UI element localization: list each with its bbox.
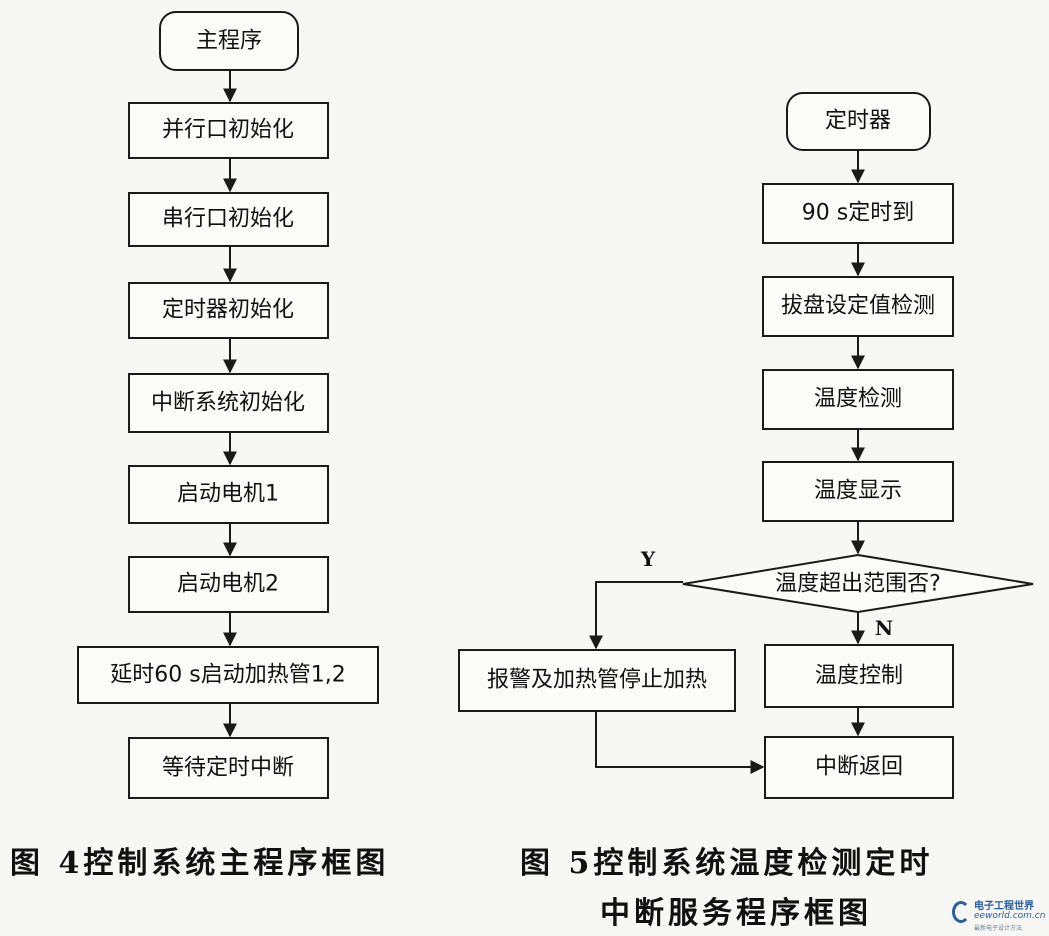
fig5-step-timer-90s: 90 s定时到: [762, 183, 954, 244]
flowcharts: 主程序 并行口初始化 串行口初始化 定时器初始化 中断系统初始化 启动电机1 启…: [77, 11, 1034, 799]
fig4-step-label: 并行口初始化: [162, 118, 294, 143]
figure-4-caption: 图 4控制系统主程序框图: [10, 838, 389, 882]
eeworld-logo: 电子工程世界 eeworld.com.cn 最新电子设计方法: [952, 895, 1048, 933]
fig4-step-label: 中断系统初始化: [151, 391, 305, 416]
fig5-decision-label: 温度超出范围否?: [775, 572, 941, 597]
figure-5-caption: 图 5控制系统温度检测定时: [520, 838, 933, 882]
fig4-step-interrupt-init: 中断系统初始化: [128, 373, 329, 433]
figure-5-flowchart: 定时器 90 s定时到 拔盘设定值检测 温度检测 温度显示 温度超出范围否? Y…: [458, 92, 1034, 799]
fig4-step-label: 启动电机1: [177, 482, 279, 507]
figure-5-caption-line2: 中断服务程序框图: [600, 896, 872, 931]
fig5-end-return: 中断返回: [764, 736, 954, 799]
logo-tagline: 最新电子设计方法: [974, 925, 1023, 932]
fig5-decision-temp-range: 温度超出范围否?: [682, 553, 1034, 614]
figure-4-flowchart: 主程序 并行口初始化 串行口初始化 定时器初始化 中断系统初始化 启动电机1 启…: [77, 11, 379, 799]
fig5-start-label: 定时器: [825, 109, 891, 134]
fig4-step-delay-heater: 延时60 s启动加热管1,2: [77, 646, 379, 704]
fig4-step-label: 定时器初始化: [162, 298, 294, 323]
fig5-step-label: 拔盘设定值检测: [781, 294, 935, 319]
fig5-alarm-label: 报警及加热管停止加热: [487, 668, 707, 693]
fig4-step-label: 等待定时中断: [162, 756, 294, 781]
fig5-step-temp-detect: 温度检测: [762, 369, 954, 430]
fig5-step-label: 90 s定时到: [802, 201, 914, 226]
figure-4-caption-number: 图 4: [10, 846, 84, 881]
fig5-step-temp-control: 温度控制: [764, 644, 954, 708]
fig4-step-wait-interrupt: 等待定时中断: [128, 737, 329, 799]
fig4-step-start-motor-2: 启动电机2: [128, 556, 329, 613]
eeworld-logo-icon: [952, 901, 970, 923]
fig4-step-label: 启动电机2: [177, 572, 279, 597]
fig4-step-serial-init: 串行口初始化: [128, 192, 329, 247]
figure-4-caption-text: 控制系统主程序框图: [83, 846, 390, 881]
fig4-step-label: 延时60 s启动加热管1,2: [110, 663, 345, 688]
fig4-step-timer-init: 定时器初始化: [128, 282, 329, 339]
fig5-arrow-alarm-return: [595, 711, 765, 774]
fig5-end-label: 中断返回: [815, 755, 903, 780]
fig5-step-alarm: 报警及加热管停止加热: [458, 649, 736, 712]
fig5-step-label: 温度检测: [814, 387, 902, 412]
fig5-step-label: 温度显示: [814, 479, 902, 504]
figure-5-caption-number: 图 5: [520, 846, 594, 881]
logo-name: 电子工程世界: [974, 901, 1034, 912]
fig4-start-label: 主程序: [196, 29, 262, 54]
fig5-start-terminator: 定时器: [786, 92, 931, 151]
fig4-step-label: 串行口初始化: [162, 207, 294, 232]
fig4-step-start-motor-1: 启动电机1: [128, 465, 329, 524]
fig5-step-dial-detect: 拔盘设定值检测: [762, 276, 954, 337]
figure-5-caption-line1: 控制系统温度检测定时: [593, 846, 934, 881]
fig5-no-label: N: [875, 616, 893, 640]
fig5-control-label: 温度控制: [815, 664, 903, 689]
fig5-yes-label: Y: [640, 547, 656, 571]
fig5-arrow-yes: [589, 581, 683, 650]
logo-domain: eeworld.com.cn: [974, 911, 1046, 921]
fig4-start-terminator: 主程序: [159, 11, 299, 71]
fig5-step-temp-display: 温度显示: [762, 461, 954, 522]
fig4-step-parallel-init: 并行口初始化: [128, 102, 329, 159]
